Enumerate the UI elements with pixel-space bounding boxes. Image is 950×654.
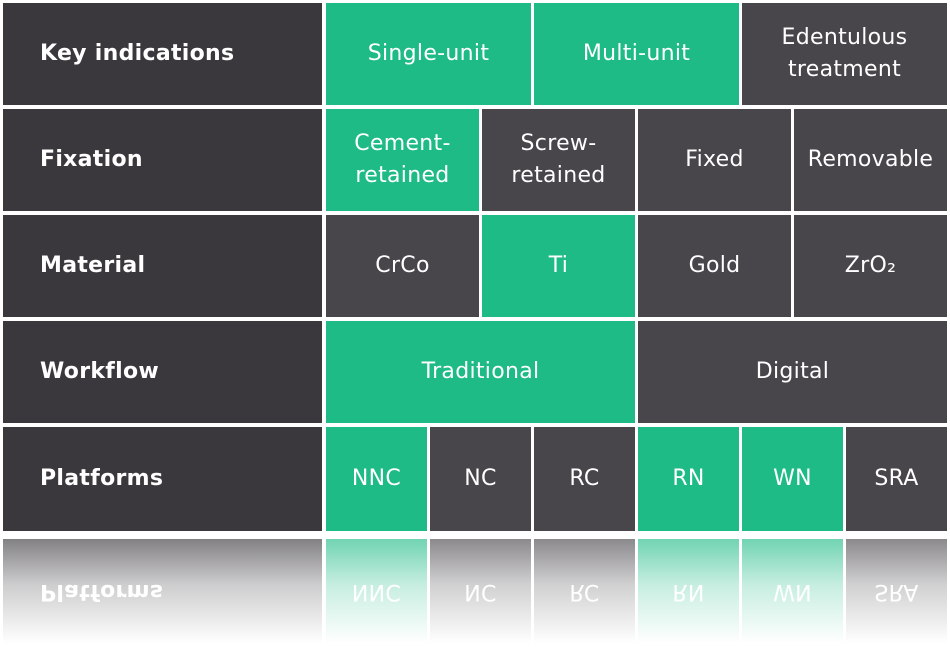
row-label-key-indications: Key indications <box>3 3 322 105</box>
multi-unit-text: Multi-unit <box>582 41 691 66</box>
workflow-label: Workflow <box>40 359 160 384</box>
platforms-label: Platforms <box>40 466 164 491</box>
option-removable: Removable <box>794 109 947 211</box>
sra-text: SRA <box>874 466 919 491</box>
rc-text: RC <box>569 466 600 491</box>
screw-text-line2: retained <box>511 163 606 188</box>
fixed-text: Fixed <box>685 147 744 172</box>
row-label-workflow: Workflow <box>3 321 322 423</box>
key-indications-label: Key indications <box>40 41 235 66</box>
option-single-unit: Single-unit <box>326 3 531 105</box>
option-fixed: Fixed <box>638 109 791 211</box>
option-rn: RN <box>638 427 739 531</box>
gold-text: Gold <box>688 253 741 278</box>
screw-text-line1: Screw- <box>520 131 597 156</box>
option-ti: Ti <box>482 215 635 317</box>
option-nnc: NNC <box>326 427 427 531</box>
option-gold: Gold <box>638 215 791 317</box>
option-sra: SRA <box>846 427 947 531</box>
digital-text: Digital <box>755 359 830 384</box>
edentulous-text-line1: Edentulous <box>781 25 908 50</box>
rn-text: RN <box>672 466 705 491</box>
fixation-label: Fixation <box>40 147 143 172</box>
option-rc: RC <box>534 427 635 531</box>
nnc-text: NNC <box>351 466 402 491</box>
wn-text: WN <box>773 466 812 491</box>
platforms-row-reflection: Platforms NNC NC RC RN WN SRA <box>0 537 950 643</box>
edentulous-text-line2: treatment <box>787 57 902 82</box>
feature-matrix: Key indications Single-unit Multi-unit E… <box>3 3 947 531</box>
cement-text-line2: retained <box>355 163 450 188</box>
crco-text: CrCo <box>375 253 430 278</box>
material-label: Material <box>40 253 146 278</box>
option-cement-retained: Cement- retained <box>326 109 479 211</box>
traditional-text: Traditional <box>421 359 540 384</box>
cement-text-line1: Cement- <box>354 131 451 156</box>
row-label-platforms: Platforms <box>3 427 322 531</box>
reflection-fade <box>0 537 950 643</box>
ti-text: Ti <box>548 253 569 278</box>
row-label-material: Material <box>3 215 322 317</box>
option-nc: NC <box>430 427 531 531</box>
option-zro2: ZrO₂ <box>794 215 947 317</box>
option-screw-retained: Screw- retained <box>482 109 635 211</box>
option-traditional: Traditional <box>326 321 635 423</box>
zro2-text: ZrO₂ <box>844 253 897 278</box>
option-edentulous-treatment: Edentulous treatment <box>742 3 947 105</box>
single-unit-text: Single-unit <box>367 41 490 66</box>
option-multi-unit: Multi-unit <box>534 3 739 105</box>
option-wn: WN <box>742 427 843 531</box>
row-label-fixation: Fixation <box>3 109 322 211</box>
removable-text: Removable <box>807 147 934 172</box>
option-digital: Digital <box>638 321 947 423</box>
nc-text: NC <box>464 466 497 491</box>
option-crco: CrCo <box>326 215 479 317</box>
